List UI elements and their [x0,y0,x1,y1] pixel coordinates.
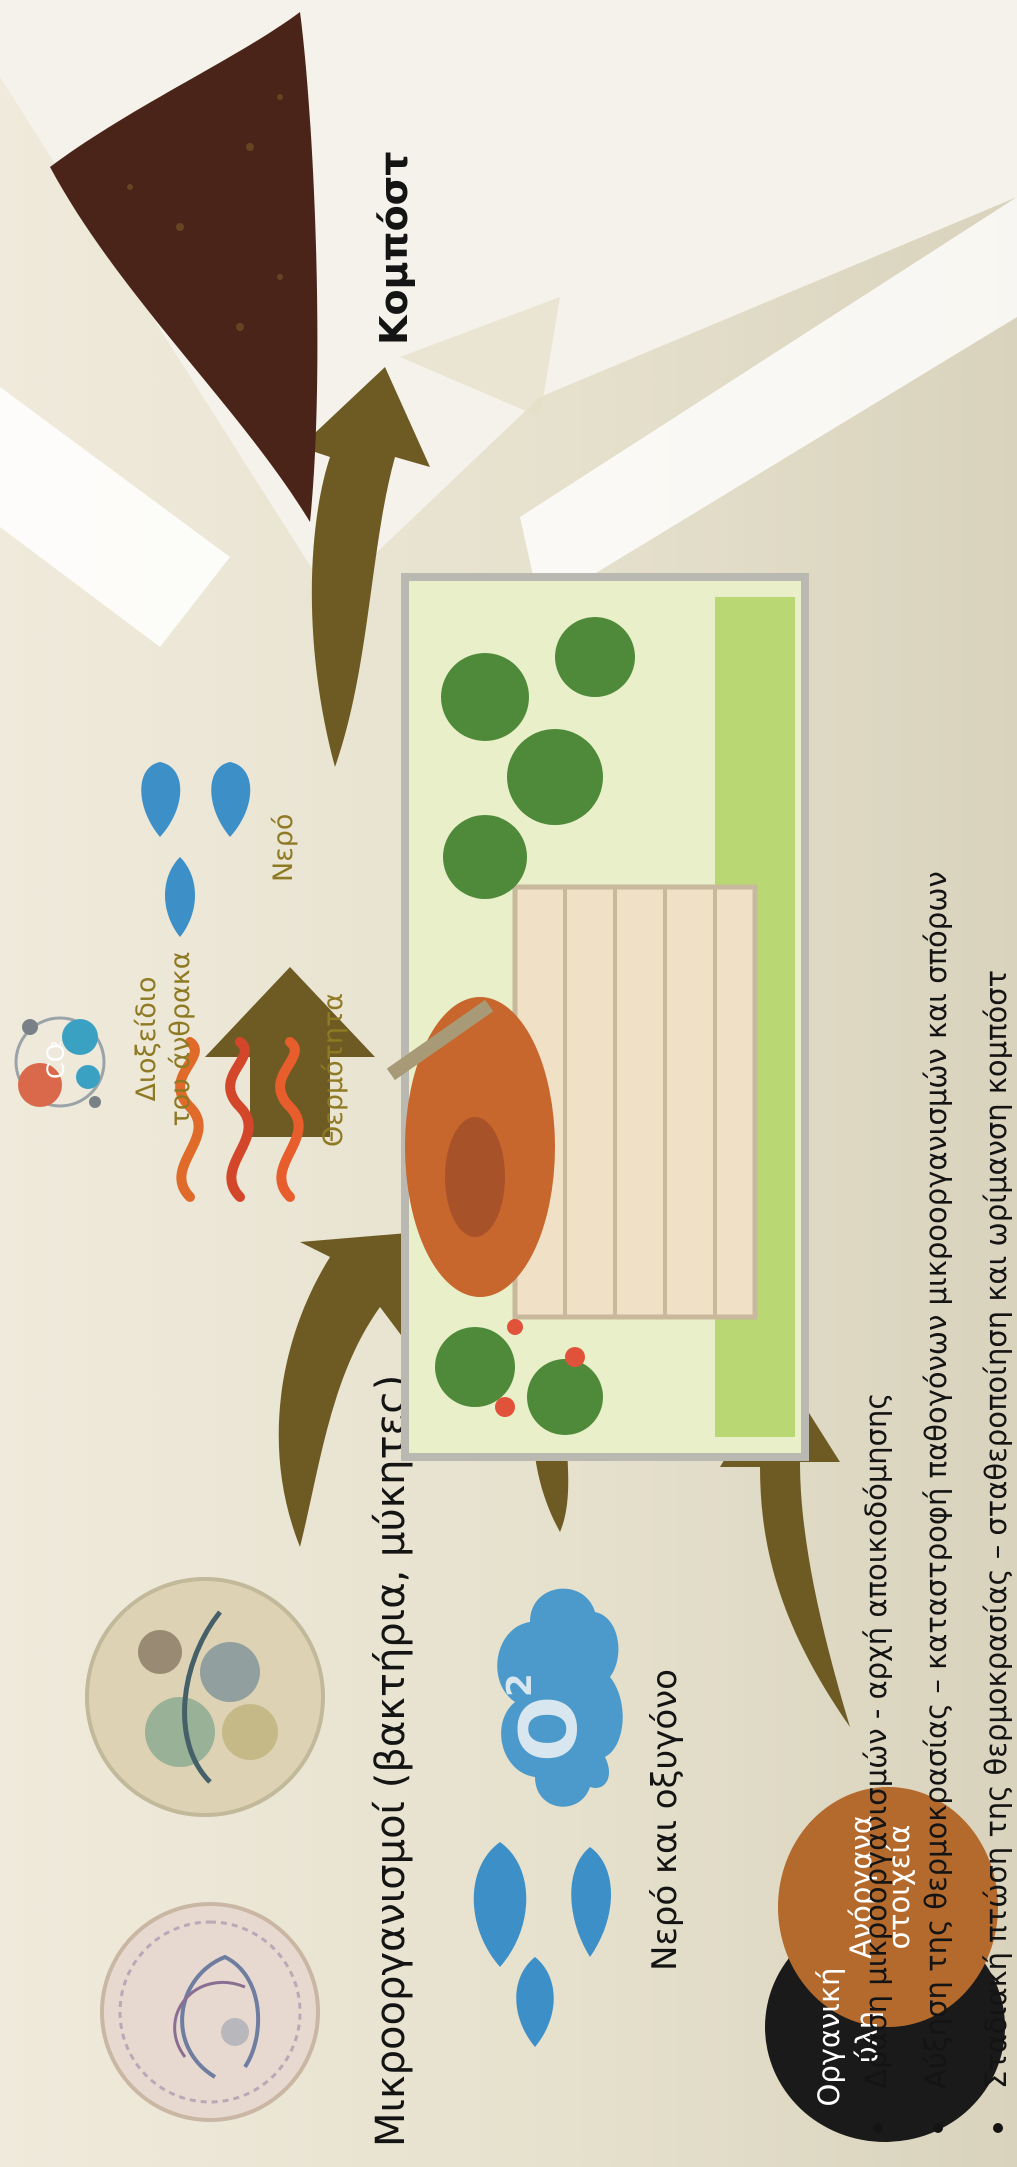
compost-label: Κομπόστ [372,151,416,345]
bullet-icon [933,2123,943,2133]
water-drop-icon [125,757,265,957]
bullet-icon [873,2123,883,2133]
bullet-icon [993,2123,1003,2133]
list-item: Αύξηση της θερμοκρασίας – καταστροφή παθ… [906,627,966,2147]
list-item: Σταδιακή πτώση της θερμοκρασίας – σταθερ… [966,627,1017,2147]
co2-subscript: 2 [50,1041,65,1049]
compost-pile-icon [40,7,340,527]
water-label: Νερό [268,814,299,882]
compost-bin-icon [385,557,815,1477]
heat-label: Θερμότητα [318,993,349,1147]
list-item: Δράση μικροοργανισμών - αρχή αποικοδόμησ… [846,627,906,2147]
carbon-dioxide-label: Διοξείδιο του άνθρακα [130,949,198,1129]
process-steps-list: Δράση μικροοργανισμών - αρχή αποικοδόμησ… [846,627,1017,2147]
